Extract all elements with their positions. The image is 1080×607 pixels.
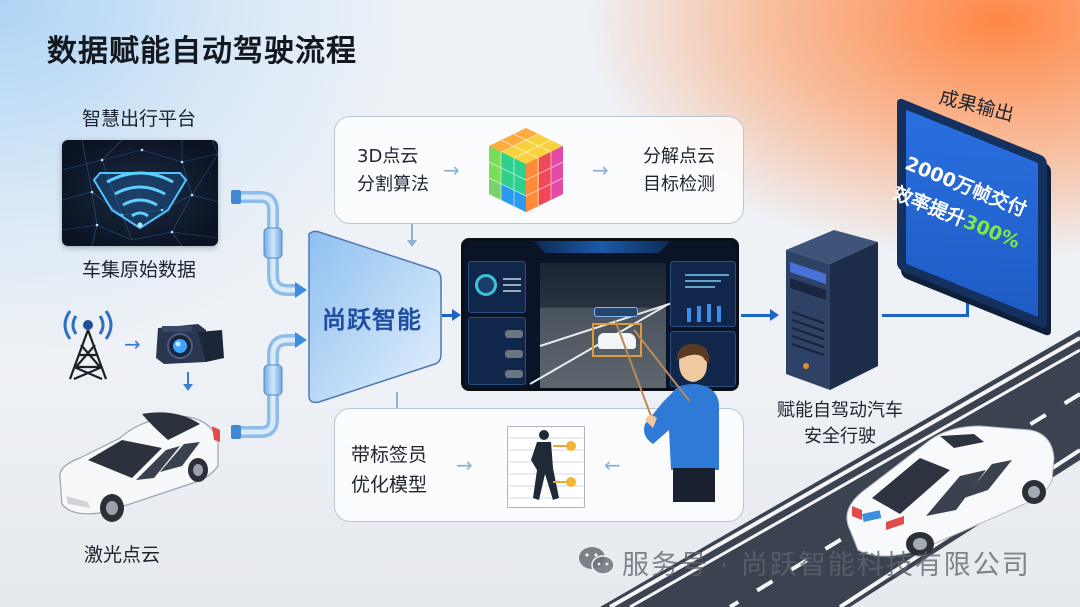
annotator-line1: 带标签员 [351,444,428,466]
rubiks-cube-icon [488,128,564,212]
dashboard-header-bar [534,241,670,253]
walking-person-annotation-icon [507,426,585,508]
arrow-right-icon: → [443,158,460,182]
road-with-car-icon [600,330,1080,607]
annotator-line2: 优化模型 [351,474,428,496]
segmentation-text: 3D点云 分割算法 [357,143,429,199]
segmentation-line1: 3D点云 [357,146,419,167]
signal-tower-icon [63,310,113,381]
arrow-right-icon: → [592,158,609,182]
center-node-label: 尚跃智能 [322,306,422,334]
object-detection-text: 分解点云 目标检测 [643,143,715,199]
dashboard-left-panel-top [468,261,526,313]
dashboard-left-panel-bottom [468,317,526,385]
smart-mobility-platform-card [62,140,218,246]
lidar-point-cloud-label: 激光点云 [84,544,161,566]
data-pipe-icon [231,190,307,439]
server-tower-icon [786,230,878,390]
dashboard-road-camera-view [529,263,674,388]
shangyue-intelligence-funnel [308,230,442,404]
monitoring-dashboard-screen [461,238,739,391]
arrow-right-icon: → [456,453,473,477]
camera-sensor-icon [156,324,224,364]
wifi-network-icon [62,140,218,246]
wechat-icon [579,547,615,575]
arrow-line [882,314,968,317]
server-label: 赋能自驾动汽车 安全行驶 [765,398,915,450]
arrow-down-icon [183,384,193,391]
watermark-text: 服务号 · 尚跃智能科技有限公司 [622,550,1031,581]
connector-line [411,224,413,244]
presenter-person-icon [615,320,719,502]
connector-line [396,392,398,408]
page-title: 数据赋能自动驾驶流程 [47,34,357,69]
arrow-right-icon [770,309,779,321]
arrow-right-icon [452,309,461,321]
arrow-down-icon [407,240,417,247]
detection-line1: 分解点云 [643,146,715,167]
platform-label: 智慧出行平台 [82,108,197,130]
segmentation-line2: 分割算法 [357,174,429,195]
server-label-line2: 安全行驶 [804,426,876,447]
arrow-down-line [187,372,189,388]
detection-line2: 目标检测 [643,174,715,195]
annotator-text: 带标签员 优化模型 [351,440,427,500]
arrow-right-icon: → [124,332,141,356]
dashboard-right-chart-panel [670,261,736,327]
arrow-line [741,314,771,317]
server-label-line1: 赋能自驾动汽车 [777,400,903,421]
fleet-raw-data-label: 车集原始数据 [82,259,197,281]
white-sedan-icon [59,412,220,522]
arrow-line [442,314,454,317]
arrow-left-icon: ← [604,453,621,477]
